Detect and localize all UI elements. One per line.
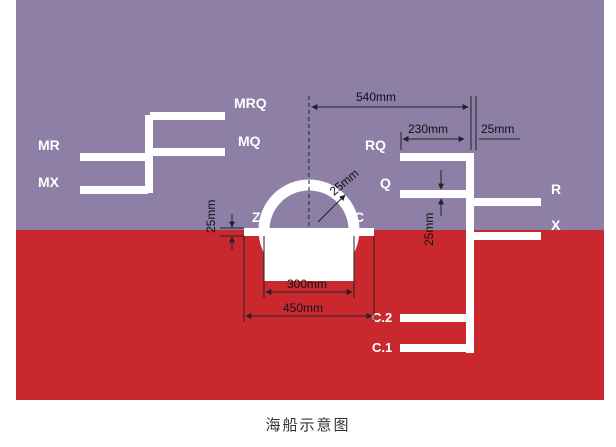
label-mx: MX <box>38 174 60 190</box>
label-mrq: MRQ <box>234 95 267 111</box>
label-mr: MR <box>38 137 60 153</box>
r-line <box>466 198 541 206</box>
label-r: R <box>551 181 561 197</box>
label-q: Q <box>380 175 391 191</box>
dim-230-text: 230mm <box>408 122 448 136</box>
label-c: C <box>354 209 364 225</box>
dim-25-top-text: 25mm <box>481 122 514 136</box>
dim-25-right-text: 25mm <box>422 213 436 246</box>
label-c1: C.1 <box>372 340 392 355</box>
dim-450-text: 450mm <box>283 301 323 315</box>
label-rq: RQ <box>365 137 386 153</box>
disc-horizontal-bar <box>244 228 374 236</box>
right-mark-group <box>400 153 541 353</box>
x-line <box>466 232 541 240</box>
label-c2: C.2 <box>372 310 392 325</box>
dim-300-text: 300mm <box>287 277 327 291</box>
c1-line <box>400 344 474 352</box>
dim-25-ring-line <box>317 194 346 223</box>
label-mq: MQ <box>238 133 261 149</box>
dim-25-left-text: 25mm <box>204 200 218 233</box>
right-vertical-bar <box>466 153 474 353</box>
left-vertical-bar <box>145 115 153 193</box>
label-z: Z <box>252 209 261 225</box>
upper-band <box>16 0 604 230</box>
c2-line <box>400 314 474 322</box>
load-line-disc <box>244 179 374 281</box>
q-line <box>400 190 474 198</box>
rq-line <box>400 153 474 161</box>
dim-540-text: 540mm <box>356 90 396 104</box>
mr-line <box>80 153 148 161</box>
mrq-line <box>150 112 225 120</box>
label-x: X <box>551 217 561 233</box>
mx-line <box>80 186 148 194</box>
disc-lower-half <box>264 236 354 281</box>
left-mark-group <box>80 112 225 194</box>
diagram-caption: 海船示意图 <box>265 416 351 434</box>
mq-line <box>150 148 225 156</box>
